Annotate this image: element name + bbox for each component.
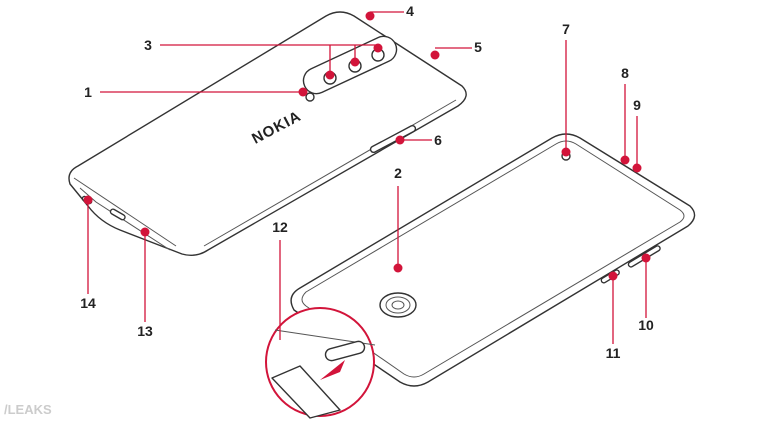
callout-dot bbox=[373, 43, 383, 53]
callout-6: 6 bbox=[395, 132, 442, 148]
callout-dot bbox=[140, 227, 150, 237]
usb-c-port-magnifier bbox=[265, 307, 376, 419]
callout-14: 14 bbox=[80, 195, 96, 311]
callout-dot bbox=[430, 50, 440, 60]
callout-7: 7 bbox=[561, 21, 571, 157]
callout-dot bbox=[632, 163, 642, 173]
callout-12: 12 bbox=[272, 219, 288, 340]
callout-label: 12 bbox=[272, 219, 288, 235]
callout-1: 1 bbox=[84, 84, 308, 100]
callout-label: 5 bbox=[474, 39, 482, 55]
callout-5: 5 bbox=[430, 39, 482, 60]
callout-label: 7 bbox=[562, 21, 570, 37]
callout-label: 3 bbox=[144, 37, 152, 53]
callout-label: 8 bbox=[621, 65, 629, 81]
callout-dot bbox=[641, 253, 651, 263]
callout-13: 13 bbox=[137, 227, 153, 339]
callout-label: 6 bbox=[434, 132, 442, 148]
callout-dot bbox=[83, 195, 93, 205]
callout-label: 4 bbox=[406, 3, 414, 19]
callout-10: 10 bbox=[638, 253, 654, 333]
callout-label: 10 bbox=[638, 317, 654, 333]
callout-11: 11 bbox=[606, 271, 621, 361]
flash-icon bbox=[305, 92, 315, 102]
callout-dot bbox=[350, 57, 360, 67]
callout-dot bbox=[365, 11, 375, 21]
callout-dot bbox=[561, 147, 571, 157]
callout-label: 11 bbox=[606, 345, 621, 361]
callout-dot bbox=[393, 263, 403, 273]
callout-label: 9 bbox=[633, 97, 641, 113]
fingerprint-icon bbox=[379, 292, 417, 318]
callout-dot bbox=[620, 155, 630, 165]
callout-label: 13 bbox=[137, 323, 153, 339]
callout-label: 14 bbox=[80, 295, 96, 311]
callout-dot bbox=[298, 87, 308, 97]
callout-3: 3 bbox=[144, 37, 383, 80]
watermark: /LEAKS bbox=[4, 402, 52, 417]
callout-label: 2 bbox=[394, 165, 402, 181]
callout-8: 8 bbox=[620, 65, 630, 165]
callout-dot bbox=[395, 135, 405, 145]
callout-9: 9 bbox=[632, 97, 642, 173]
callout-dot bbox=[608, 271, 618, 281]
sim-tray bbox=[369, 124, 417, 154]
callout-label: 1 bbox=[84, 84, 92, 100]
callout-2: 2 bbox=[393, 165, 403, 273]
phone-back-view: NOKIA bbox=[68, 11, 467, 257]
callout-4: 4 bbox=[365, 3, 414, 21]
callout-dot bbox=[325, 70, 335, 80]
